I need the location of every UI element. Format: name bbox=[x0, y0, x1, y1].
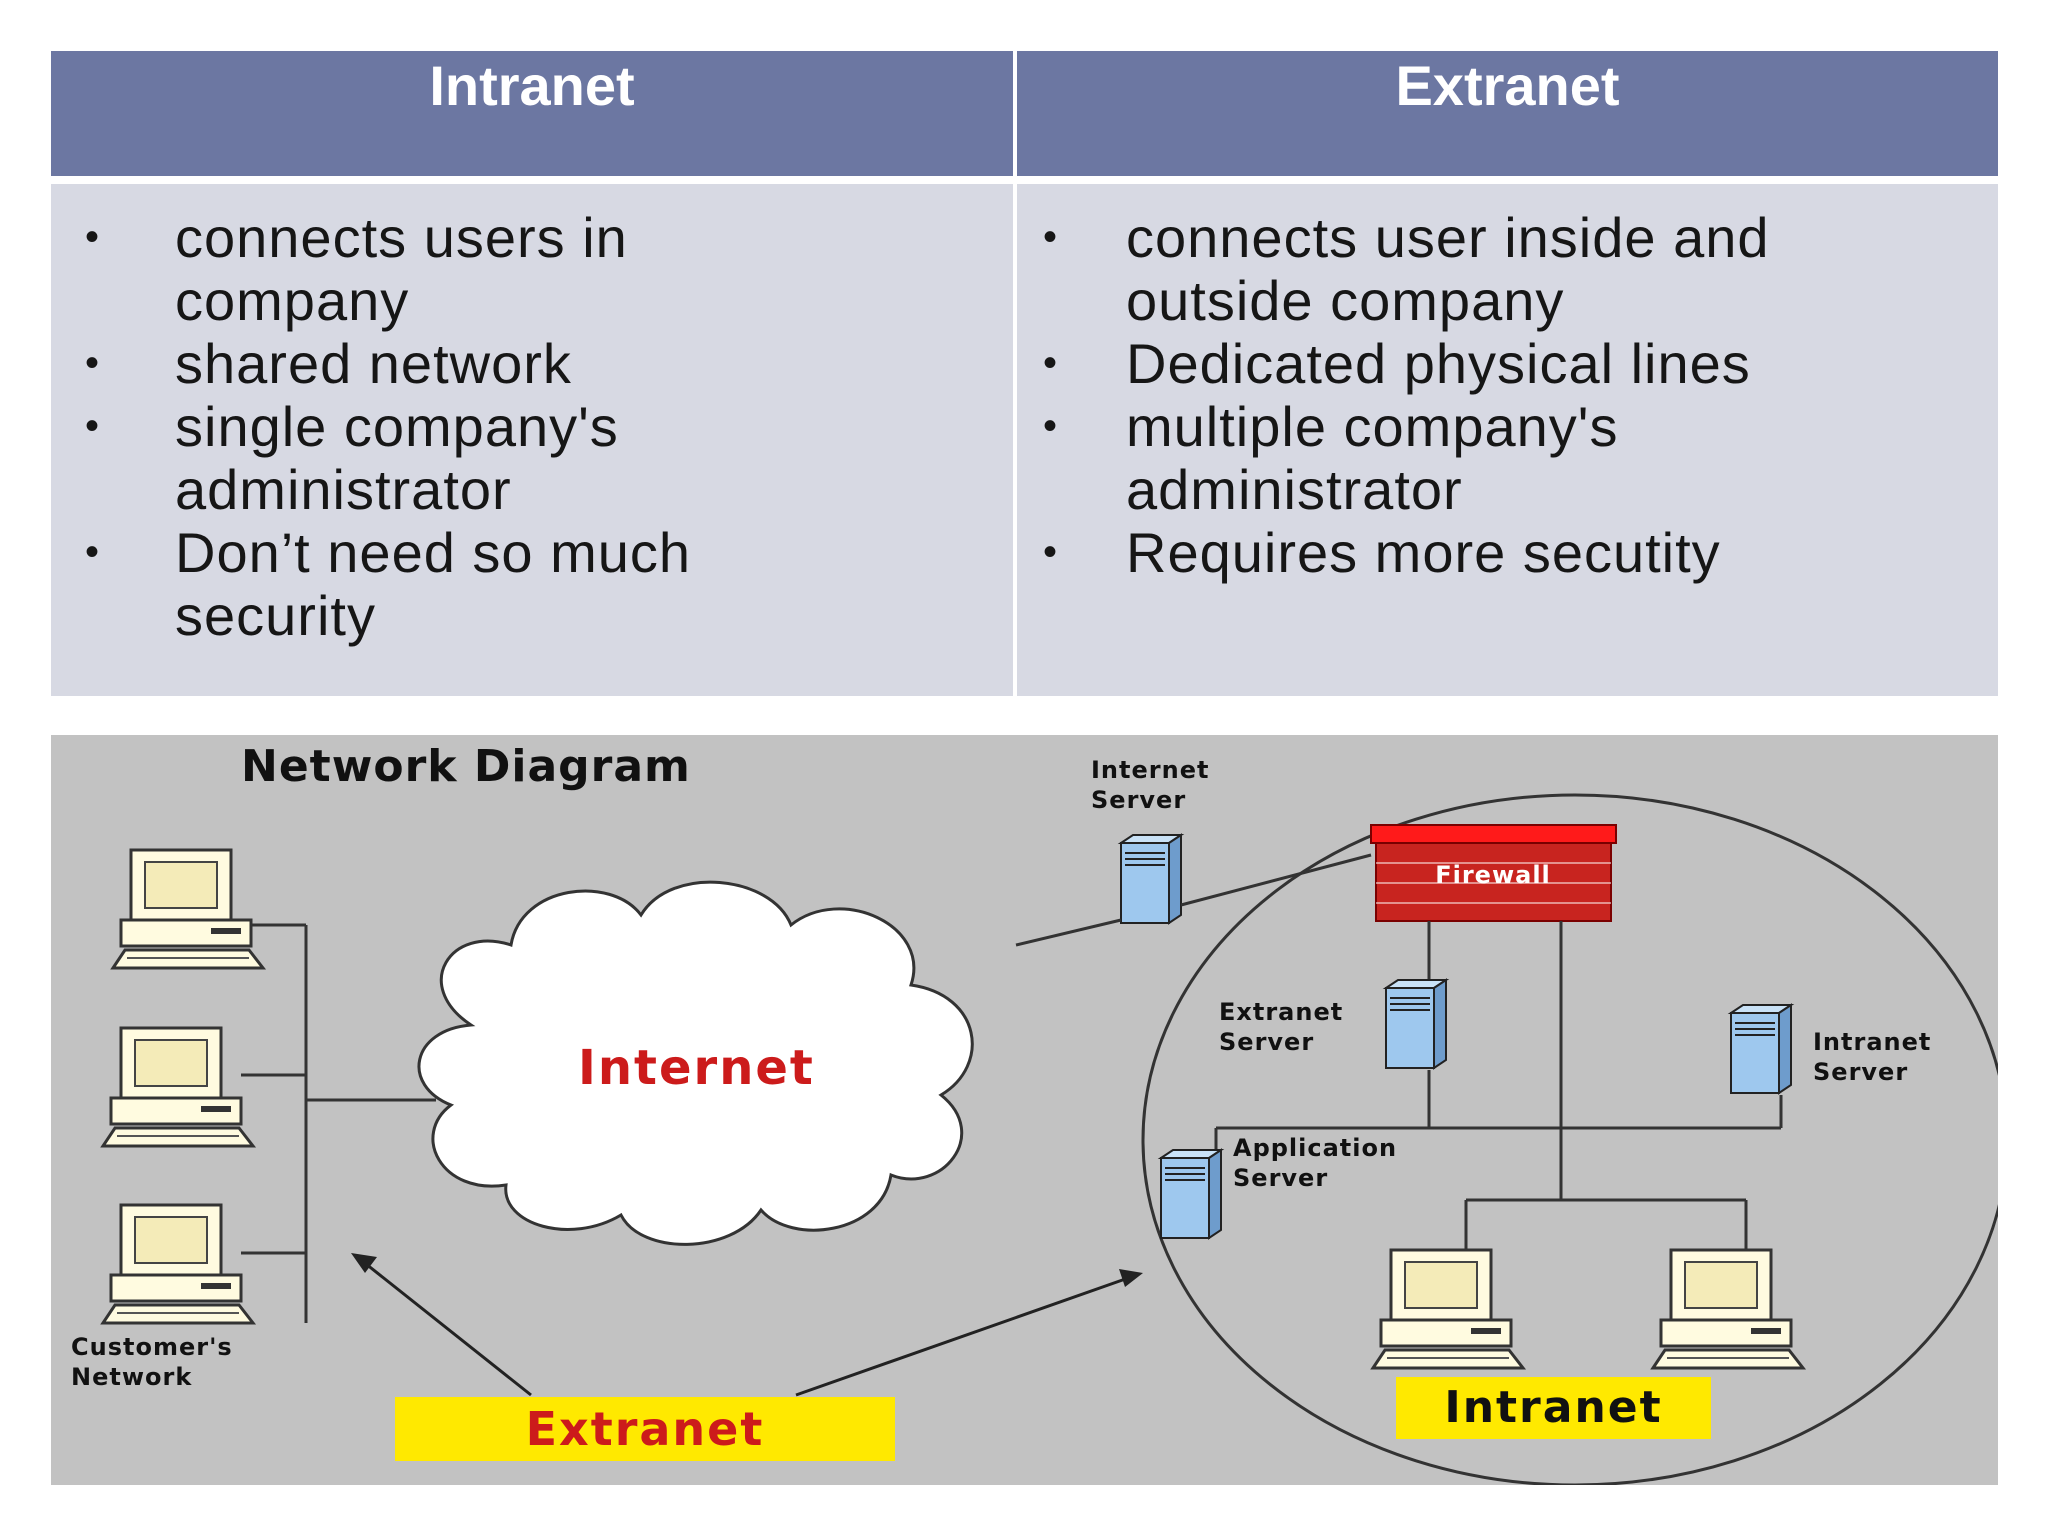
intranet-item: •shared network bbox=[85, 332, 572, 395]
extranet-label: Extranet bbox=[395, 1397, 895, 1461]
bullet-icon: • bbox=[85, 530, 101, 574]
intranet-server-label: Intranet Server bbox=[1813, 1028, 1932, 1086]
extranet-item: •Dedicated physical lines bbox=[1043, 332, 1751, 395]
firewall-icon bbox=[1370, 824, 1617, 922]
bullet-icon: • bbox=[85, 215, 101, 259]
intranet-item: •single company's administrator bbox=[85, 395, 619, 521]
intranet-item: •Don’t need so much security bbox=[85, 521, 692, 647]
bullet-icon: • bbox=[1043, 530, 1059, 574]
extranet-item: •Requires more secutity bbox=[1043, 521, 1721, 584]
diagram-title: Network Diagram bbox=[241, 741, 691, 792]
bullet-icon: • bbox=[1043, 341, 1059, 385]
intranet-label: Intranet bbox=[1396, 1377, 1711, 1439]
bullet-icon: • bbox=[1043, 215, 1059, 259]
internet-cloud bbox=[417, 880, 974, 1246]
bullet-icon: • bbox=[85, 341, 101, 385]
extranet-cell: •connects user inside and outside compan… bbox=[1017, 176, 1998, 696]
intranet-header: Intranet bbox=[51, 51, 1017, 176]
customers-network-label: Customer's Network bbox=[71, 1333, 233, 1391]
comparison-table: Intranet Extranet •connects users in com… bbox=[51, 51, 1998, 696]
extranet-item: •multiple company's administrator bbox=[1043, 395, 1619, 521]
extranet-server-label: Extranet Server bbox=[1219, 998, 1344, 1056]
network-diagram: Network Diagram Internet Internet Server… bbox=[51, 735, 1998, 1485]
bullet-icon: • bbox=[1043, 404, 1059, 448]
internet-server-label: Internet Server bbox=[1091, 756, 1210, 814]
intranet-cell: •connects users in company •shared netwo… bbox=[51, 176, 1017, 696]
intranet-item: •connects users in company bbox=[85, 206, 628, 332]
bullet-icon: • bbox=[85, 404, 101, 448]
firewall-label: Firewall bbox=[1435, 861, 1551, 889]
extranet-item: •connects user inside and outside compan… bbox=[1043, 206, 1770, 332]
diagram-drawing bbox=[101, 793, 1998, 1485]
extranet-header: Extranet bbox=[1017, 51, 1998, 176]
application-server-label: Application Server bbox=[1233, 1134, 1398, 1192]
internet-label: Internet bbox=[578, 1040, 815, 1096]
